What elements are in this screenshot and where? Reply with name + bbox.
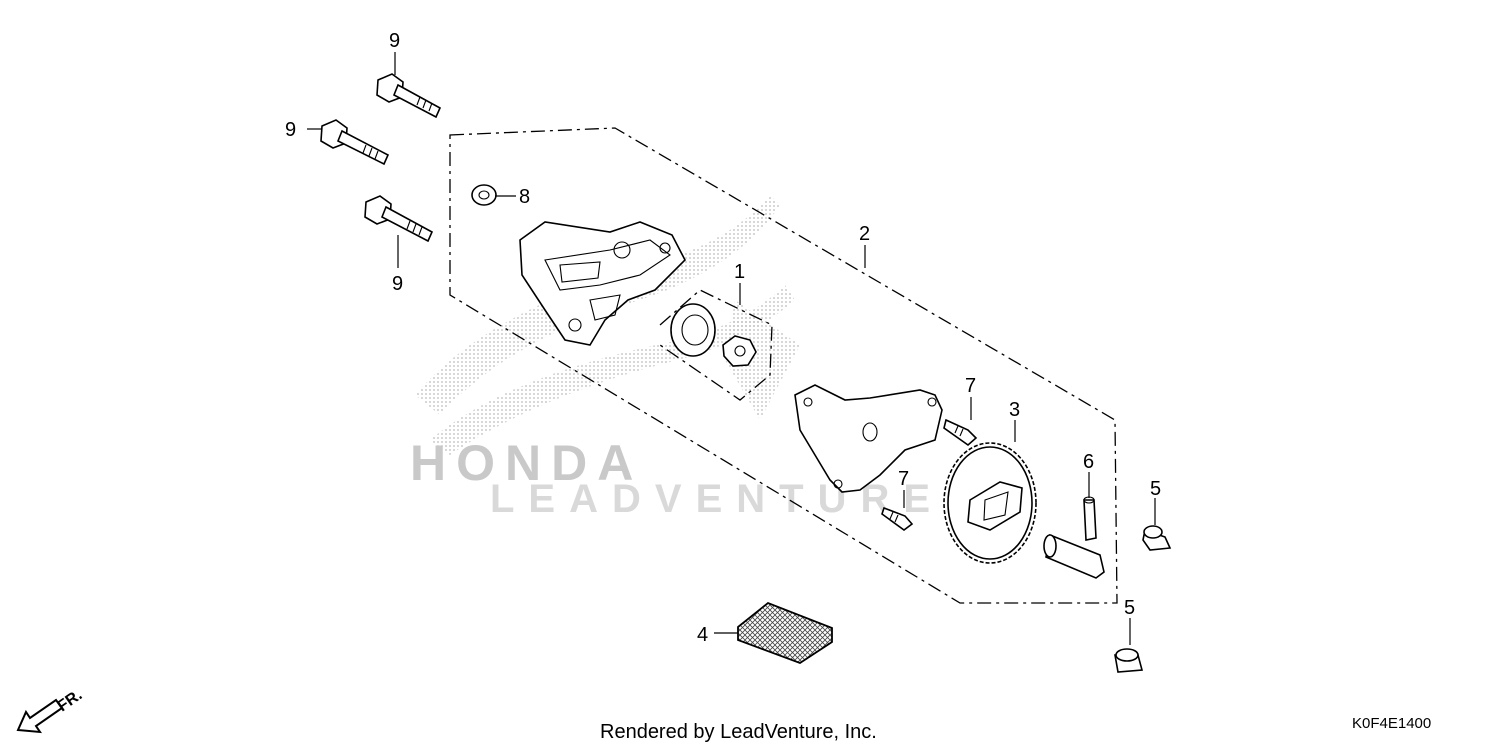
flange-bolt-bottom [364, 195, 434, 243]
diagram-code: K0F4E1400 [1352, 715, 1431, 732]
callout-5-upper: 5 [1150, 478, 1161, 500]
callout-9-middle: 9 [285, 119, 296, 141]
callout-3: 3 [1009, 399, 1020, 421]
callout-1: 1 [734, 261, 745, 283]
dowel-pin-part [1083, 496, 1097, 541]
collar-upper [1142, 525, 1172, 551]
leader-lines [307, 52, 1156, 645]
front-direction-indicator: FR. [16, 687, 85, 734]
small-bolt-lower [881, 506, 914, 531]
assembly-boundary [449, 127, 1118, 604]
flange-bolt-middle [320, 119, 390, 166]
oil-strainer-screen [737, 601, 833, 665]
callout-2: 2 [859, 223, 870, 245]
rotor-set-part [670, 303, 757, 367]
pump-drive-gear [943, 442, 1037, 564]
pump-cover-plate [794, 384, 943, 493]
callout-9-top: 9 [389, 30, 400, 52]
small-bolt-upper [943, 418, 978, 447]
callout-7-lower: 7 [898, 468, 909, 490]
pump-shaft-part [1043, 533, 1105, 579]
callout-8: 8 [519, 186, 530, 208]
callout-4: 4 [697, 624, 708, 646]
callout-7-upper: 7 [965, 375, 976, 397]
front-arrow-icon [16, 698, 64, 734]
footer-credit: Rendered by LeadVenture, Inc. [600, 721, 877, 743]
watermark-company: LEADVENTURE [490, 477, 944, 521]
watermark-brand: HONDA [410, 435, 643, 491]
flange-bolt-top [376, 73, 442, 119]
collar-lower [1114, 648, 1144, 673]
washer-part [471, 184, 497, 206]
callout-5-lower: 5 [1124, 597, 1135, 619]
callout-labels: 9 9 9 8 1 2 7 7 3 6 5 5 4 [285, 30, 1161, 646]
callout-6: 6 [1083, 451, 1094, 473]
oil-pump-body [519, 221, 686, 346]
callout-9-bottom: 9 [392, 273, 403, 295]
